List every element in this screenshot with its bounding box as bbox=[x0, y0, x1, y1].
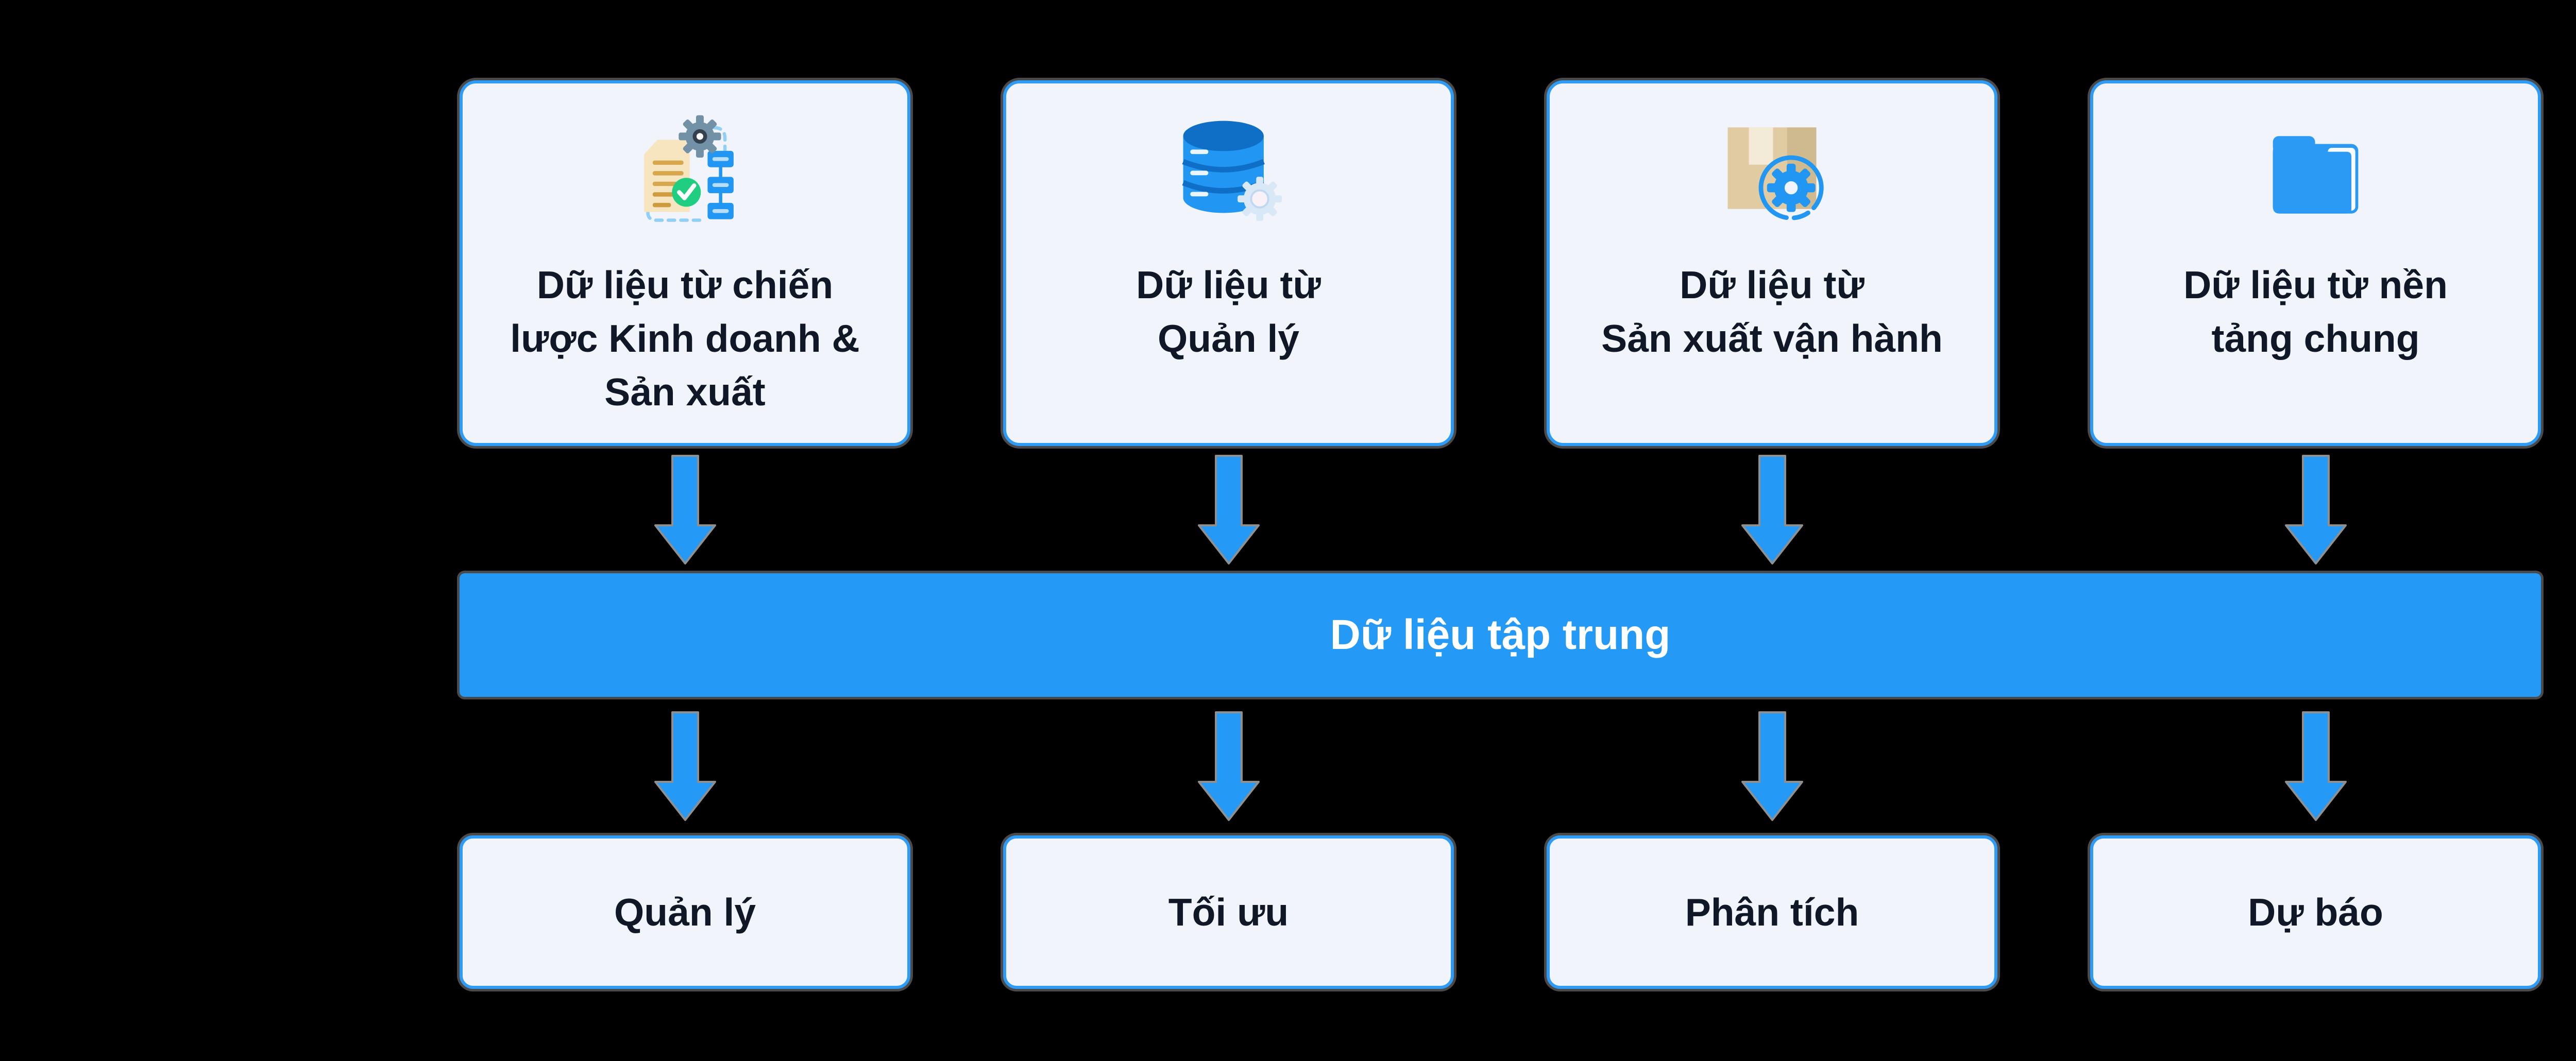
output-box-label: Dự báo bbox=[2248, 891, 2383, 934]
arrows-from-bar bbox=[460, 697, 2541, 835]
output-box-du-bao: Dự báo bbox=[2090, 835, 2541, 989]
source-box-label: Dữ liệu từ chiến lược Kinh doanh & Sản x… bbox=[510, 263, 860, 414]
down-arrow-icon bbox=[1003, 454, 1454, 565]
output-box-row: Quản lý Tối ưu Phân tích Dự báo bbox=[460, 835, 2541, 989]
down-arrow-icon bbox=[2090, 454, 2541, 565]
source-box-platform: Dữ liệu từ nền tảng chung bbox=[2090, 80, 2541, 446]
down-arrow-icon bbox=[1547, 454, 1997, 565]
package-gear-icon bbox=[1717, 113, 1827, 224]
down-arrow-icon bbox=[2090, 711, 2541, 822]
down-arrow-icon bbox=[460, 454, 910, 565]
down-arrow-icon bbox=[460, 711, 910, 822]
arrows-to-bar bbox=[460, 446, 2541, 573]
output-box-toi-uu: Tối ưu bbox=[1003, 835, 1454, 989]
source-box-row: Dữ liệu từ chiến lược Kinh doanh & Sản x… bbox=[460, 80, 2541, 446]
down-arrow-icon bbox=[1547, 711, 1997, 822]
central-data-bar: Dữ liệu tập trung bbox=[460, 573, 2541, 697]
source-box-management: Dữ liệu từ Quản lý bbox=[1003, 80, 1454, 446]
document-gear-workflow-icon bbox=[630, 113, 740, 224]
down-arrow-icon bbox=[1003, 711, 1454, 822]
source-box-operations: Dữ liệu từ Sản xuất vận hành bbox=[1547, 80, 1997, 446]
output-box-phan-tich: Phân tích bbox=[1547, 835, 1997, 989]
output-box-label: Phân tích bbox=[1685, 891, 1859, 934]
source-box-label: Dữ liệu từ Sản xuất vận hành bbox=[1601, 263, 1943, 360]
output-box-label: Tối ưu bbox=[1168, 891, 1289, 934]
output-box-label: Quản lý bbox=[614, 891, 756, 934]
folder-icon bbox=[2259, 113, 2372, 224]
output-box-quan-ly: Quản lý bbox=[460, 835, 910, 989]
source-box-label: Dữ liệu từ Quản lý bbox=[1136, 263, 1321, 360]
central-data-bar-label: Dữ liệu tập trung bbox=[1330, 611, 1671, 658]
source-box-strategy: Dữ liệu từ chiến lược Kinh doanh & Sản x… bbox=[460, 80, 910, 446]
database-gear-icon bbox=[1173, 113, 1284, 224]
source-box-label: Dữ liệu từ nền tảng chung bbox=[2183, 263, 2448, 360]
